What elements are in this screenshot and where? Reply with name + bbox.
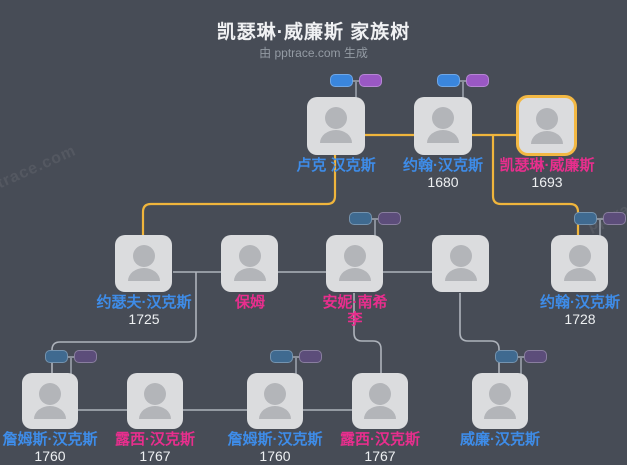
person-icon [115,235,172,292]
collapsed-parents-badges[interactable] [349,212,401,236]
person-card-lucy-hanks-1767-b[interactable] [352,373,408,429]
person-birth-year: 1760 [259,448,291,464]
mother-badge-icon[interactable] [299,350,322,363]
person-label-john-1728: 约翰·汉克斯 1728 [520,294,627,327]
badge-stem-line [70,357,72,374]
parent-child-line-joseph-james [51,272,197,374]
person-card-annie-nancy-lee[interactable] [326,235,383,292]
person-label-william: 威廉·汉克斯 [440,431,560,448]
father-badge-icon[interactable] [270,350,293,363]
person-card-john-hanks-1728[interactable] [551,235,608,292]
person-icon [247,373,303,429]
badge-stem-line [599,219,601,236]
badge-stem-line [355,81,357,98]
person-card-john-hanks-1680[interactable] [414,97,472,155]
person-name-line2: 李 [347,311,363,328]
person-icon [472,373,528,429]
collapsed-parents-badges[interactable] [270,350,322,374]
badge-stem-line [374,219,376,236]
mother-badge-icon[interactable] [603,212,626,225]
person-label-joseph: 约瑟夫·汉克斯 1725 [84,294,204,327]
person-name: 詹姆斯·汉克斯 [227,431,323,448]
person-label-nanny: 保姆 [190,294,310,311]
parent-child-line-william [459,293,500,374]
collapsed-parents-badges[interactable] [330,74,382,98]
person-birth-year: 1693 [531,174,563,190]
person-icon [414,97,472,155]
person-birth-year: 1767 [364,448,396,464]
person-icon [22,373,78,429]
person-card-luke-hanks[interactable] [307,97,365,155]
mother-badge-icon[interactable] [74,350,97,363]
person-birth-year: 1728 [564,311,596,327]
father-badge-icon[interactable] [495,350,518,363]
person-card-nanny[interactable] [221,235,278,292]
person-name: 安妮·南希 [322,294,388,311]
father-badge-icon[interactable] [330,74,353,87]
father-badge-icon[interactable] [437,74,460,87]
person-name: 露西·汉克斯 [340,431,420,448]
person-icon [551,235,608,292]
person-birth-year: 1725 [128,311,160,327]
parent-child-line-annie-lucy [353,293,382,374]
person-card-james-hanks-1760-a[interactable] [22,373,78,429]
person-birth-year: 1767 [139,448,171,464]
mother-badge-icon[interactable] [524,350,547,363]
person-card-james-hanks-1760-b[interactable] [247,373,303,429]
person-label-luke: 卢克 汉克斯 [276,157,396,174]
person-icon [519,98,574,153]
person-name: 詹姆斯·汉克斯 [2,431,98,448]
person-label-lucy-a: 露西·汉克斯 1767 [95,431,215,464]
person-label-annie: 安妮·南希 李 [295,294,415,328]
person-card-unnamed[interactable] [432,235,489,292]
collapsed-parents-badges[interactable] [437,74,489,98]
person-label-james-a: 詹姆斯·汉克斯 1760 [0,431,110,464]
collapsed-parents-badges[interactable] [45,350,97,374]
person-icon [221,235,278,292]
person-card-william-hanks[interactable] [472,373,528,429]
badge-stem-line [520,357,522,374]
mother-badge-icon[interactable] [466,74,489,87]
person-card-joseph-hanks-1725[interactable] [115,235,172,292]
person-icon [326,235,383,292]
person-name: 卢克 汉克斯 [296,157,376,174]
father-badge-icon[interactable] [574,212,597,225]
person-icon [352,373,408,429]
person-name: 露西·汉克斯 [115,431,195,448]
person-name: 约翰·汉克斯 [403,157,483,174]
person-icon [307,97,365,155]
person-birth-year: 1760 [34,448,66,464]
mother-badge-icon[interactable] [378,212,401,225]
person-icon [432,235,489,292]
badge-stem-line [462,81,464,98]
person-birth-year: 1680 [427,174,459,190]
person-label-katherine: 凯瑟琳·威廉斯 1693 [487,157,607,190]
generator-credit: 由 pptrace.com 生成 [259,46,368,60]
person-card-katherine-williams-selected[interactable] [516,95,577,156]
lineage-line-to-joseph [141,155,337,236]
page-title: 凯瑟琳·威廉斯 家族树 [216,22,411,43]
person-name: 保姆 [234,294,265,311]
person-label-james-b: 詹姆斯·汉克斯 1760 [215,431,335,464]
father-badge-icon[interactable] [349,212,372,225]
person-icon [127,373,183,429]
person-label-john-1680: 约翰·汉克斯 1680 [383,157,503,190]
person-label-lucy-b: 露西·汉克斯 1767 [320,431,440,464]
badge-stem-line [295,357,297,374]
person-name: 约翰·汉克斯 [540,294,620,311]
collapsed-parents-badges[interactable] [574,212,626,236]
person-name: 威廉·汉克斯 [460,431,540,448]
person-name: 约瑟夫·汉克斯 [96,294,192,311]
father-badge-icon[interactable] [45,350,68,363]
collapsed-parents-badges[interactable] [495,350,547,374]
lineage-line-to-john-1728 [491,136,580,236]
mother-badge-icon[interactable] [359,74,382,87]
person-card-lucy-hanks-1767-a[interactable] [127,373,183,429]
person-name: 凯瑟琳·威廉斯 [499,157,595,174]
